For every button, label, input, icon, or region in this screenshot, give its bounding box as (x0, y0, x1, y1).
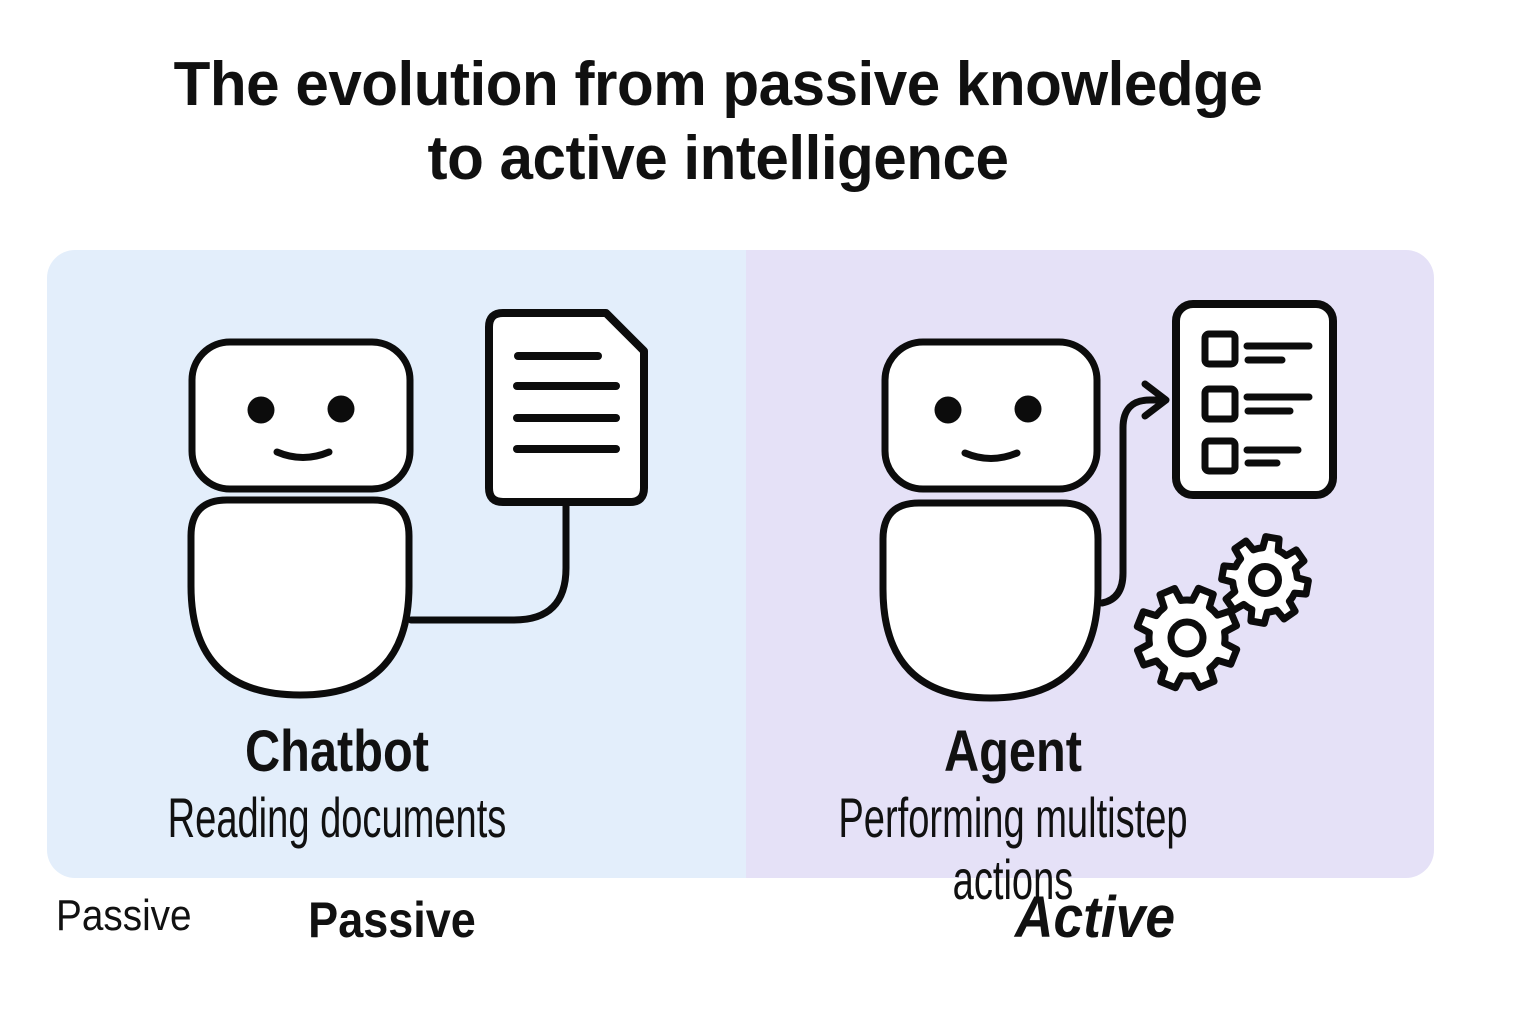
agent-illustration (879, 300, 1337, 878)
gear-small (1215, 530, 1314, 629)
title-line-2: to active intelligence (427, 124, 1009, 193)
robot-body (879, 499, 1102, 702)
robot-eye-left (247, 396, 275, 424)
robot-smile (961, 449, 1021, 462)
document-page (485, 309, 648, 506)
checklist-icon (1172, 300, 1337, 499)
robot-body (187, 496, 413, 699)
panel-agent: Agent Performing multistep actions (746, 250, 1434, 911)
agent-caption: Agent Performing multistep actions (746, 722, 1280, 911)
agent-robot-icon (879, 338, 1102, 702)
connector-line (407, 498, 570, 624)
robot-eye-right (327, 395, 355, 423)
checklist-checkboxes (1201, 330, 1239, 475)
passive-label: Passive (308, 892, 476, 948)
chatbot-subtitle: Reading documents (167, 786, 507, 849)
document-icon (485, 309, 648, 506)
panel-chatbot: Chatbot Reading documents (47, 250, 746, 878)
arrow-head (1141, 380, 1170, 420)
agent-title: Agent (943, 719, 1083, 784)
robot-head (188, 338, 414, 493)
document-text-lines (513, 352, 620, 453)
chatbot-caption: Chatbot Reading documents (47, 722, 627, 849)
checklist-text-lines (1243, 342, 1313, 467)
chatbot-illustration (187, 309, 648, 699)
arrow-icon (1098, 380, 1170, 607)
title-line-1: The evolution from passive knowledge (173, 50, 1263, 119)
agent-subtitle: Performing multistep actions (838, 786, 1188, 911)
chatbot-robot-icon (187, 338, 414, 699)
active-label: Active (1014, 885, 1176, 950)
stray-passive-label: Passive (56, 891, 192, 940)
robot-head (881, 338, 1101, 493)
chatbot-title: Chatbot (244, 719, 430, 784)
robot-smile (273, 448, 333, 461)
gear-large (1121, 572, 1252, 703)
robot-eye-right (1014, 395, 1042, 423)
robot-eye-left (934, 396, 962, 424)
gears-icon (1121, 530, 1314, 703)
page-title: The evolution from passive knowledge to … (0, 48, 1436, 196)
